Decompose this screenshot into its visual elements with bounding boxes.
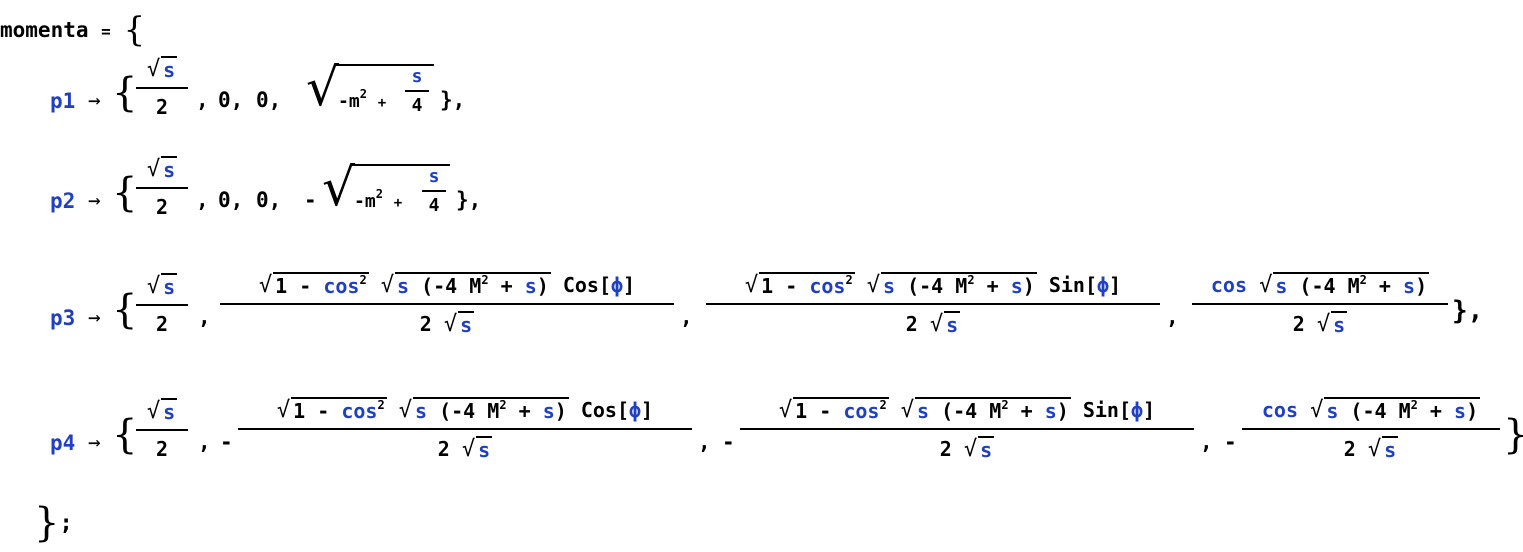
- row-label-p3: p3: [50, 306, 76, 330]
- equals-sign: =: [101, 22, 111, 41]
- comma: ,: [196, 88, 209, 112]
- open-brace: {: [123, 10, 146, 50]
- comma: ,: [196, 188, 209, 212]
- minus-sign: -: [304, 188, 317, 212]
- row-label-p1: p1: [50, 89, 76, 113]
- fraction-sqrt-s-over-2: √s 2: [136, 398, 188, 461]
- fraction-pz: cos √s (-4 M2 + s) 2 √s: [1242, 397, 1500, 461]
- row-trailing: }: [1503, 412, 1523, 458]
- fraction-px: √1 - cos2 √s (-4 M2 + s) Cos[ϕ] 2 √s: [220, 272, 674, 336]
- arrow-icon: →: [88, 305, 101, 329]
- closing-brace: },;: [34, 500, 73, 546]
- zero: 0,: [218, 188, 244, 212]
- sqrt-icon: √: [322, 158, 356, 218]
- fraction-py: √1 - cos2 √s (-4 M2 + s) Sin[ϕ] 2 √s: [706, 272, 1160, 336]
- fraction-px: √1 - cos2 √s (-4 M2 + s) Cos[ϕ] 2 √s: [238, 397, 692, 461]
- minus-sign: -: [1224, 430, 1237, 454]
- fraction-s-over-4: s 4: [405, 66, 429, 116]
- sqrt-icon: √: [306, 58, 340, 118]
- cell-input-line[interactable]: momenta = {: [0, 6, 145, 50]
- open-brace: {: [112, 70, 138, 116]
- row-label-p4: p4: [50, 431, 76, 455]
- minus-sign: -: [722, 430, 735, 454]
- zero: 0,: [256, 188, 282, 212]
- fraction-py: √1 - cos2 √s (-4 M2 + s) Sin[ϕ] 2 √s: [740, 397, 1194, 461]
- arrow-icon: →: [88, 188, 101, 212]
- zero: 0,: [256, 88, 282, 112]
- arrow-icon: →: [88, 430, 101, 454]
- arrow-icon: →: [88, 88, 101, 112]
- fraction-sqrt-s-over-2: √s 2: [136, 273, 188, 336]
- row-label-p2: p2: [50, 189, 76, 213]
- fraction-sqrt-s-over-2: √s 2: [136, 156, 188, 219]
- fraction-s-over-4: s 4: [422, 166, 446, 216]
- row-trailing: },: [456, 188, 482, 212]
- term-neg-m-sq: -m2 +: [354, 187, 403, 212]
- minus-sign: -: [220, 430, 233, 454]
- comma: ,: [198, 430, 211, 454]
- open-brace: {: [112, 170, 138, 216]
- comma: ,: [698, 430, 711, 454]
- variable-name: momenta: [0, 18, 89, 42]
- open-brace: {: [112, 287, 138, 333]
- comma: ,: [1166, 305, 1179, 329]
- term-neg-m-sq: -m2 +: [338, 87, 387, 112]
- comma: ,: [198, 305, 211, 329]
- open-brace: {: [112, 412, 138, 458]
- row-trailing: },: [440, 88, 466, 112]
- fraction-pz: cos √s (-4 M2 + s) 2 √s: [1192, 272, 1448, 336]
- row-trailing: },: [1452, 296, 1484, 326]
- comma: ,: [1200, 430, 1213, 454]
- fraction-sqrt-s-over-2: √s 2: [136, 56, 188, 119]
- comma: ,: [680, 305, 693, 329]
- zero: 0,: [218, 88, 244, 112]
